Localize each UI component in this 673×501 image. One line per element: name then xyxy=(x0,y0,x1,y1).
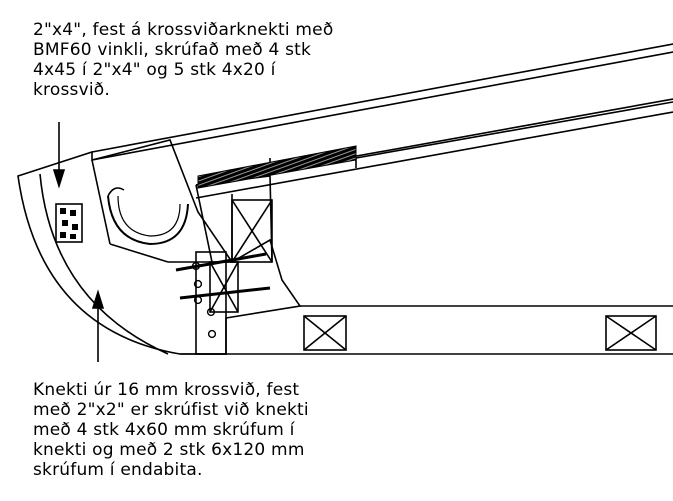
bracket-inner-lines xyxy=(39,159,232,355)
top-annotation-line: krossvið. xyxy=(33,80,110,100)
top-annotation: 2"x4", fest á krossviðarknekti með BMF60… xyxy=(33,20,333,100)
bottom-annotation-line: með 2"x2" er skrúfist við knekti xyxy=(33,400,309,420)
bottom-annotation-line: Knekti úr 16 mm krossvið, fest xyxy=(33,380,300,400)
bottom-annotation: Knekti úr 16 mm krossvið, fest með 2"x2"… xyxy=(33,380,309,480)
leader-arrows xyxy=(52,122,105,362)
top-annotation-line: 4x45 í 2"x4" og 5 stk 4x20 í xyxy=(33,60,276,80)
gutter xyxy=(107,195,189,246)
top-annotation-line: BMF60 vinkli, skrúfað með 4 stk xyxy=(33,40,312,60)
hatched-sheathing xyxy=(197,145,357,189)
bmf60-angle xyxy=(55,203,83,243)
bottom-annotation-line: skrúfum í endabita. xyxy=(33,460,203,480)
bottom-annotation-line: knekti og með 2 stk 6x120 mm xyxy=(33,440,305,460)
long-screws xyxy=(175,252,271,300)
gutter-inner xyxy=(117,195,181,237)
end-beam xyxy=(180,305,673,355)
bottom-annotation-line: með 4 stk 4x60 mm skrúfum í xyxy=(33,420,295,440)
top-annotation-line: 2"x4", fest á krossviðarknekti með xyxy=(33,20,334,40)
